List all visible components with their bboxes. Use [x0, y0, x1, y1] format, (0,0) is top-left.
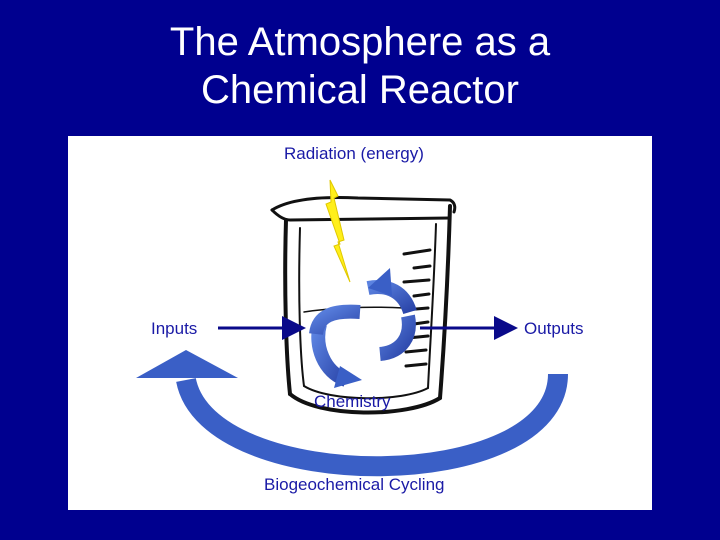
title-line-1: The Atmosphere as a: [169, 20, 551, 64]
biogeochemical-cycling-label: Biogeochemical Cycling: [264, 475, 445, 494]
slide-title: The Atmosphere as a Chemical Reactor: [0, 18, 720, 114]
chemistry-label: Chemistry: [314, 392, 391, 411]
outputs-label: Outputs: [524, 319, 584, 338]
inputs-label: Inputs: [151, 319, 198, 338]
biogeochemical-cycling-arrow: [136, 350, 568, 477]
beaker-icon: [270, 196, 457, 415]
diagram-panel: Radiation (energy) Inputs Outputs Chemis…: [68, 136, 652, 510]
recycle-arrows-icon: [309, 268, 417, 388]
title-line-2: Chemical Reactor: [201, 68, 519, 112]
radiation-label: Radiation (energy): [284, 144, 424, 163]
diagram-canvas: [136, 179, 568, 477]
lightning-bolt-icon: [325, 179, 351, 283]
